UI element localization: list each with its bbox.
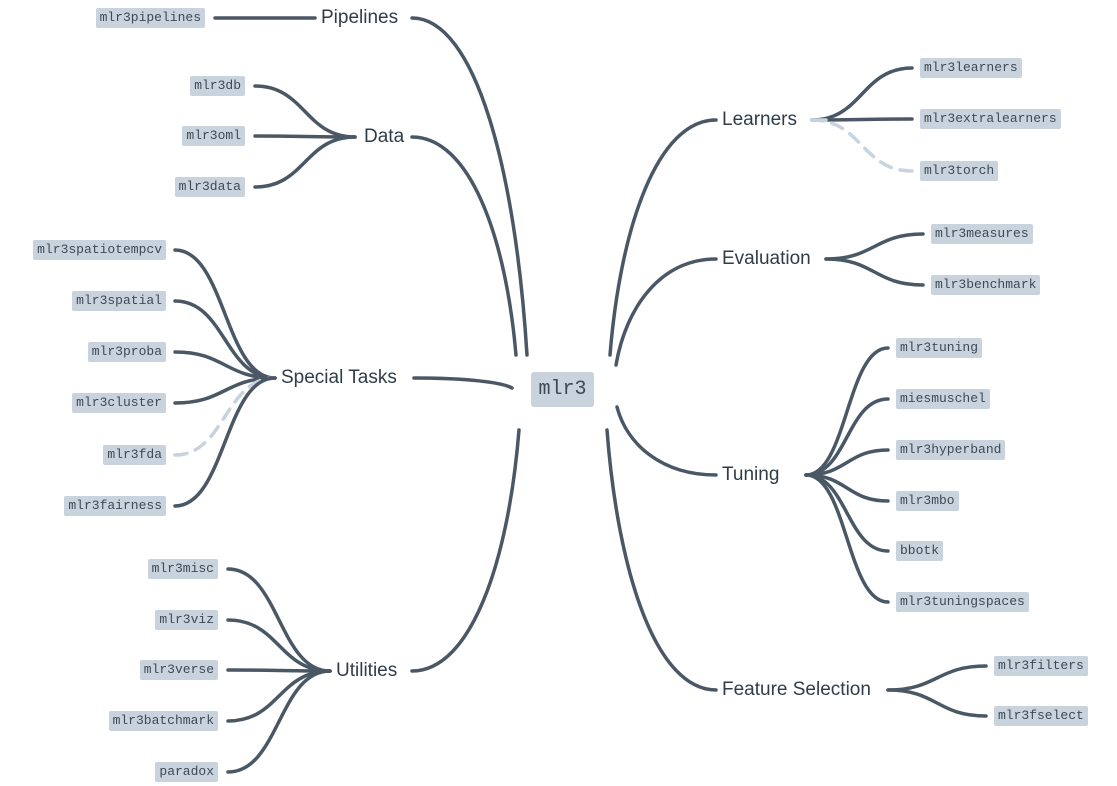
leaf-connector — [173, 376, 277, 405]
branch-connector — [614, 257, 718, 367]
package-mlr3tuningspaces: mlr3tuningspaces — [896, 592, 1029, 612]
branch-pipelines: Pipelines — [321, 7, 399, 28]
package-mlr3torch: mlr3torch — [920, 161, 999, 181]
package-mlr3oml: mlr3oml — [182, 126, 245, 146]
package-mlr3hyperband: mlr3hyperband — [896, 440, 1006, 460]
package-mlr3measures: mlr3measures — [931, 224, 1033, 244]
leaf-connector — [886, 688, 988, 718]
package-mlr3data: mlr3data — [174, 177, 245, 197]
package-mlr3cluster: mlr3cluster — [72, 393, 166, 413]
leaf-connector — [810, 118, 914, 173]
package-mlr3fselect: mlr3fselect — [994, 706, 1088, 726]
leaf-connector — [226, 669, 332, 774]
branch-feature-selection: Feature Selection — [722, 679, 871, 700]
package-mlr3mbo: mlr3mbo — [896, 491, 959, 511]
package-bbotk: bbotk — [896, 541, 944, 561]
leaf-connector — [804, 397, 890, 477]
root-node: mlr3 — [531, 372, 594, 407]
package-mlr3db: mlr3db — [190, 76, 245, 96]
leaf-connector — [253, 84, 357, 139]
leaf-connector — [886, 664, 988, 692]
leaf-connector — [173, 248, 277, 380]
package-mlr3viz: mlr3viz — [155, 610, 218, 630]
leaf-connector — [226, 668, 332, 673]
branch-connector — [615, 405, 718, 477]
package-mlr3tuning: mlr3tuning — [896, 338, 983, 358]
leaf-connector — [253, 135, 357, 189]
package-mlr3fda: mlr3fda — [103, 445, 166, 465]
package-mlr3spatiotempcv: mlr3spatiotempcv — [33, 240, 166, 260]
branch-tuning: Tuning — [722, 464, 780, 485]
leaf-connector — [804, 473, 890, 604]
branch-data: Data — [364, 126, 405, 147]
leaf-connector — [226, 567, 332, 673]
branch-connector — [608, 118, 718, 357]
branch-connector — [605, 428, 718, 692]
leaf-connector — [824, 232, 925, 261]
leaf-connector — [253, 134, 357, 139]
branch-special-tasks: Special Tasks — [281, 367, 397, 388]
leaf-connector — [824, 257, 925, 287]
package-mlr3extralearners: mlr3extralearners — [920, 109, 1061, 129]
package-paradox: paradox — [155, 762, 218, 782]
package-mlr3proba: mlr3proba — [87, 342, 166, 362]
package-mlr3filters: mlr3filters — [994, 656, 1088, 676]
package-mlr3fairness: mlr3fairness — [64, 496, 166, 516]
package-mlr3misc: mlr3misc — [147, 559, 218, 579]
leaf-connector — [173, 299, 277, 380]
leaf-connector — [804, 346, 890, 477]
leaf-connector — [226, 618, 332, 673]
branch-connector — [410, 428, 521, 673]
leaf-connector — [173, 350, 277, 380]
branch-utilities: Utilities — [336, 660, 398, 681]
package-mlr3benchmark: mlr3benchmark — [931, 275, 1041, 295]
package-mlr3learners: mlr3learners — [920, 58, 1022, 78]
package-mlr3pipelines: mlr3pipelines — [95, 8, 205, 28]
branch-connector — [410, 16, 529, 357]
leaf-connector — [173, 376, 277, 508]
package-mlr3batchmark: mlr3batchmark — [108, 711, 218, 731]
branch-connector — [410, 135, 518, 357]
branch-connector — [412, 376, 514, 390]
root-label: mlr3 — [538, 378, 587, 401]
branch-learners: Learners — [722, 109, 797, 130]
leaf-connector — [226, 669, 332, 723]
package-mlr3verse: mlr3verse — [139, 660, 218, 680]
package-mlr3spatial: mlr3spatial — [72, 291, 166, 311]
branch-evaluation: Evaluation — [722, 248, 811, 269]
leaf-connector — [810, 66, 914, 122]
package-miesmuschel: miesmuschel — [896, 389, 990, 409]
